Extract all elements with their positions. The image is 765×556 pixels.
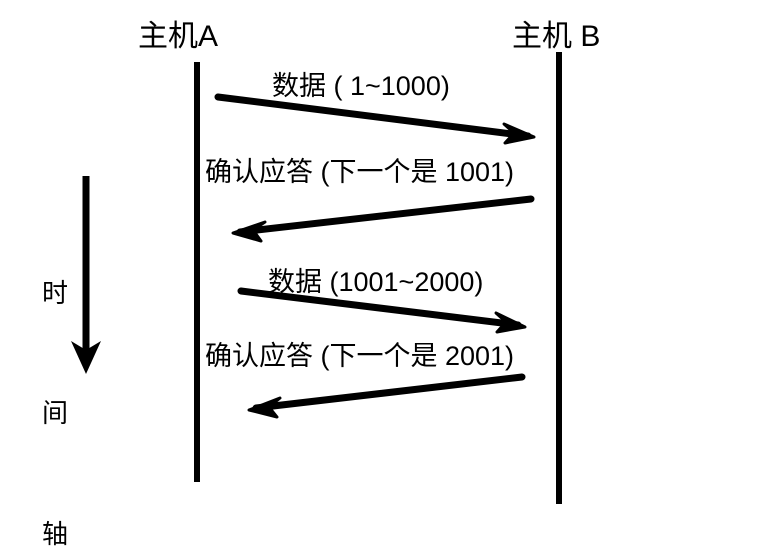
message-arrow-2 [231, 195, 535, 243]
message-label-4: 确认应答 (下一个是 2001) [205, 341, 515, 371]
host-label-b: 主机 B [512, 20, 601, 53]
message-arrow-3 [237, 287, 527, 334]
message-arrow-1 [214, 93, 536, 145]
message-label-1: 数据 ( 1~1000) [272, 71, 450, 101]
message-label-3: 数据 (1001~2000) [268, 267, 484, 297]
time-axis-char-3: 轴 [41, 519, 68, 550]
time-axis-label: 时 间 轴 [38, 192, 72, 556]
message-label-2: 确认应答 (下一个是 1001) [205, 157, 515, 187]
time-axis-char-2: 间 [41, 398, 68, 429]
host-label-a: 主机A [138, 20, 219, 53]
time-axis-arrow [71, 176, 101, 374]
time-axis-char-1: 时 [41, 277, 68, 308]
message-arrow-4 [247, 373, 526, 419]
